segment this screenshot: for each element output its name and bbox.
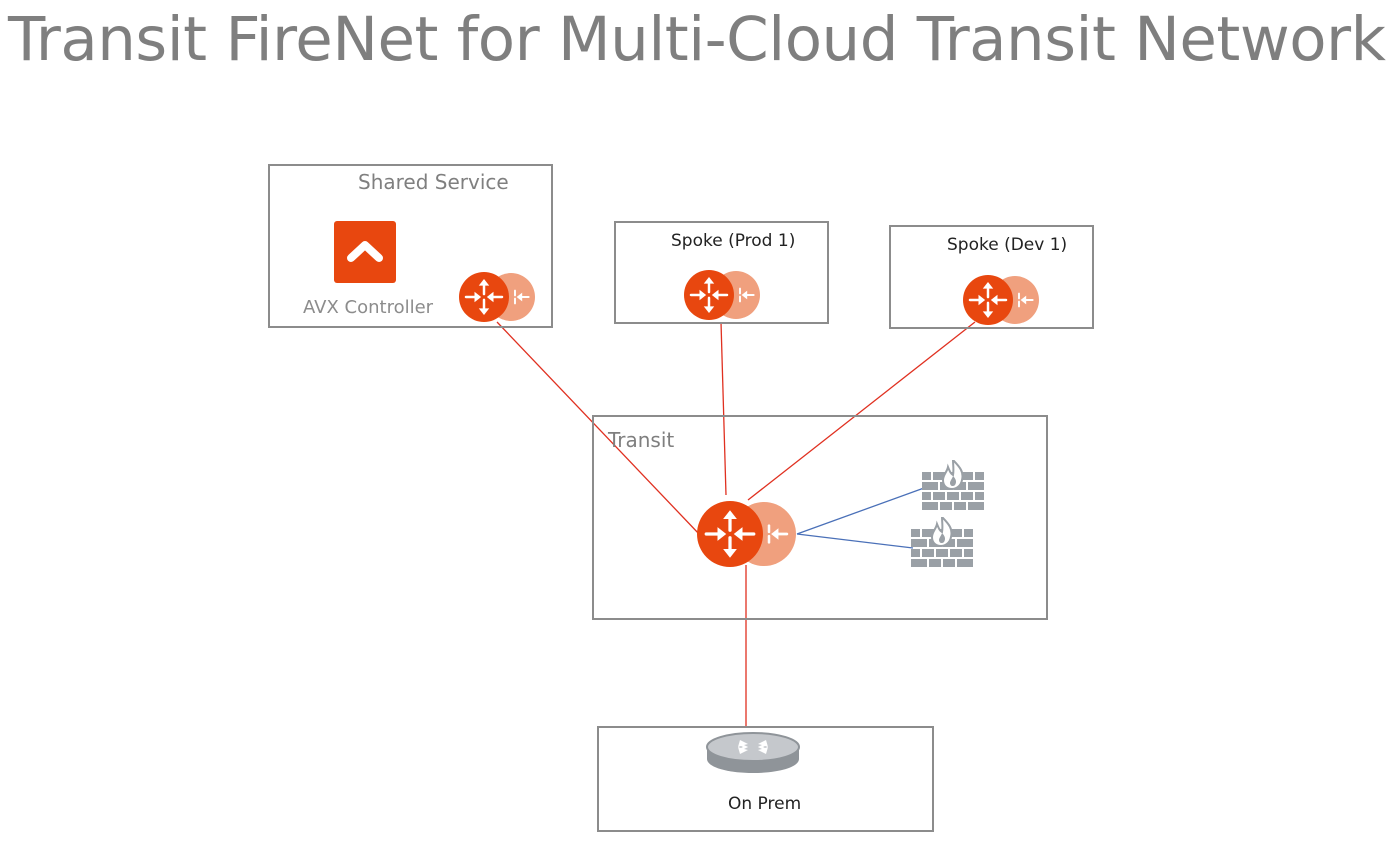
- link-transit-to-firewall-2: [796, 533, 914, 549]
- aviatrix-controller-icon: [334, 221, 396, 283]
- link-prod-to-transit: [720, 321, 727, 496]
- link-dev-to-transit: [747, 321, 976, 501]
- spoke-prod-box: [614, 221, 829, 324]
- gateway-router-icon: [697, 501, 796, 567]
- spoke-prod-label: Spoke (Prod 1): [671, 231, 796, 251]
- gateway-router-icon: [684, 270, 760, 320]
- transit-box: [592, 415, 1048, 620]
- firewall-icon: [911, 517, 974, 568]
- avx-controller-label: AVX Controller: [303, 297, 434, 318]
- spoke-dev-label: Spoke (Dev 1): [947, 235, 1068, 255]
- page-title: Transit FireNet for Multi-Cloud Transit …: [8, 4, 1386, 75]
- shared-service-label: Shared Service: [358, 170, 509, 194]
- onprem-router-icon: [706, 732, 800, 773]
- link-shared-to-transit: [496, 321, 701, 536]
- transit-label: Transit: [608, 428, 675, 452]
- gateway-router-icon: [459, 272, 535, 322]
- gateway-router-icon: [963, 275, 1039, 325]
- shared-service-box: [268, 164, 553, 328]
- firewall-icon: [922, 460, 985, 511]
- link-transit-to-firewall-1: [796, 487, 925, 535]
- on-prem-label: On Prem: [728, 794, 802, 814]
- spoke-dev-box: [889, 225, 1094, 329]
- on-prem-box: [597, 726, 934, 832]
